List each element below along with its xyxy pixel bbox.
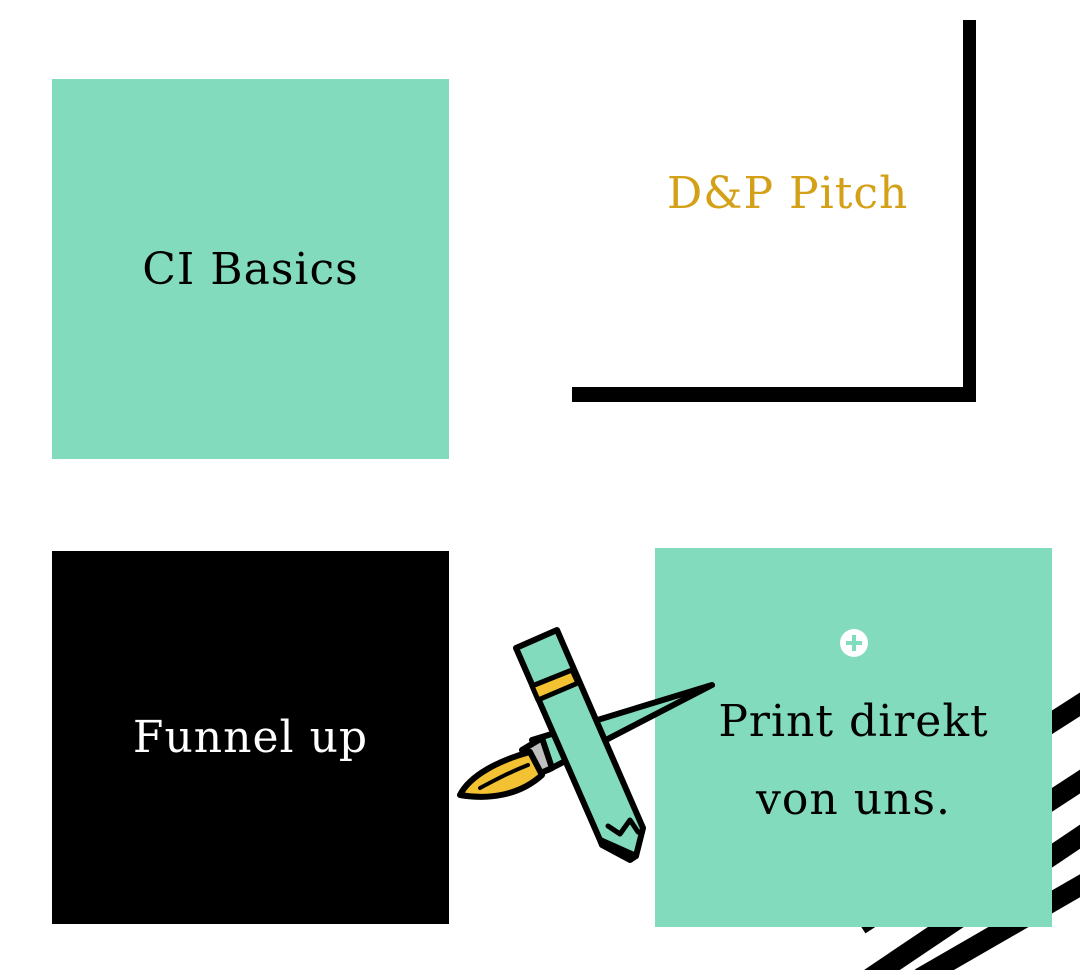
ci-basics-tile[interactable]: CI Basics — [52, 79, 449, 459]
dp-pitch-tile[interactable]: D&P Pitch — [572, 20, 976, 402]
frame-right-border — [963, 20, 976, 402]
print-tile[interactable]: Print direkt von uns. — [655, 548, 1052, 927]
funnel-up-label: Funnel up — [132, 712, 369, 763]
frame-bottom-border — [572, 387, 976, 402]
print-label: Print direkt von uns. — [718, 696, 989, 825]
dp-pitch-label: D&P Pitch — [667, 168, 909, 219]
ci-basics-label: CI Basics — [142, 243, 359, 295]
pencil-and-brush-icon — [457, 627, 715, 863]
funnel-up-tile[interactable]: Funnel up — [52, 551, 449, 924]
plus-circle-icon — [839, 629, 868, 657]
